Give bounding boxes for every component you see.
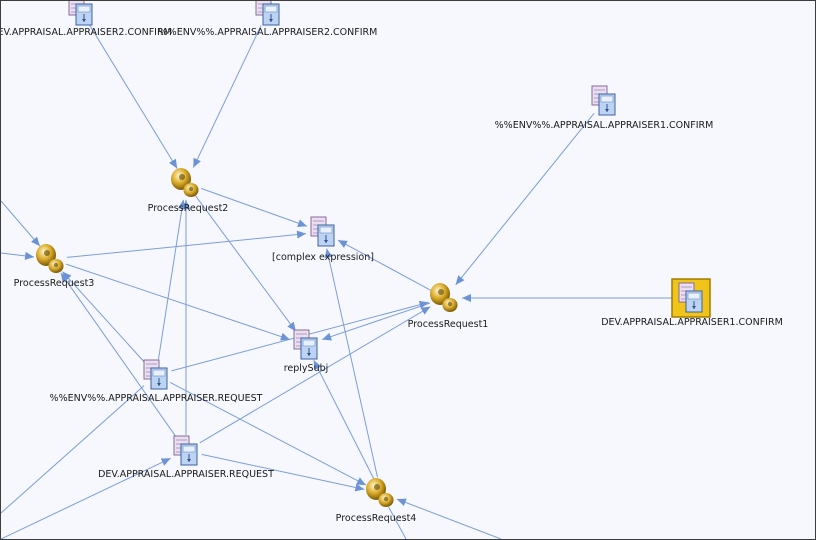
node-label: DEV.APPRAISAL.APPRAISER2.CONFIRM [0,27,172,38]
arrowhead [313,360,322,371]
node-label: replySubj [283,363,329,374]
process-node-pr3[interactable] [31,239,71,279]
edge-n_dev_request-to-n_pr2 [182,200,190,435]
destination-node-env_confirm1[interactable] [584,81,624,121]
destination-icon [255,1,280,26]
edge-off_left_mid-to-n_pr3 [1,251,35,260]
destination-node-dev_request[interactable] [166,431,206,471]
arrowhead [420,306,431,315]
process-icon [36,244,64,273]
destination-icon [143,359,168,390]
arrowhead [462,294,471,302]
process-icon [430,283,458,312]
destination-icon [591,85,616,116]
node-label: ProcessRequest1 [407,319,489,330]
edge-off_left_top-to-n_pr3 [1,200,41,247]
process-icon [366,478,394,507]
edge-n_dev_request-to-n_pr3 [60,272,178,439]
arrowhead [455,275,465,285]
edge-n_pr3-to-n_complex [66,230,307,258]
arrowhead [297,219,307,228]
edge-n_env_confirm2-to-n_pr2 [192,25,262,168]
edge-n_env_request-to-n_pr4 [169,381,367,486]
process-node-pr4[interactable] [361,473,401,513]
node-label: %%ENV%%.APPRAISAL.APPRAISER.REQUEST [49,393,263,404]
arrowhead [193,157,201,168]
destination-icon [671,278,711,318]
arrowhead [396,498,407,507]
destination-icon [293,329,318,360]
edge-n_dev_request-to-n_pr1 [199,306,431,444]
edge-n_dev_request-to-n_pr4 [201,453,365,492]
edge-n_dev_confirm2-to-n_pr2 [88,24,178,169]
node-label: %%ENV%%.APPRAISAL.APPRAISER1.CONFIRM [494,120,714,131]
process-node-pr1[interactable] [425,278,465,318]
arrowhead [30,236,40,247]
destination-icon [173,435,198,466]
arrowhead [296,230,307,239]
node-label: DEV.APPRAISAL.APPRAISER.REQUEST [98,469,274,480]
edge-n_pr3-to-n_reply [66,263,291,341]
edge-n_dev_confirm1-to-n_pr1 [462,294,675,302]
arrowhead [169,158,178,169]
arrowhead [337,240,348,248]
edge-n_pr4-to-n_complex [324,248,379,478]
node-label: ProcessRequest3 [13,278,95,289]
arrowhead [324,248,333,259]
destination-node-dev_confirm2[interactable] [61,1,101,31]
destination-icon [310,216,335,247]
arrowhead [160,458,171,466]
arrowhead [354,483,365,492]
edge-n_pr2-to-n_reply [195,195,297,332]
node-label: ProcessRequest2 [147,203,229,214]
edge-n_env_request-to-off_left_low [1,385,145,514]
edge-n_pr1-to-n_reply [321,302,431,341]
process-node-pr2[interactable] [166,163,206,203]
destination-node-env_request[interactable] [136,355,176,395]
node-label: %%ENV%%.APPRAISAL.APPRAISER2.CONFIRM [158,27,378,38]
arrowhead [24,251,35,260]
destination-node-reply[interactable] [286,325,326,365]
destination-node-env_confirm2[interactable] [248,1,288,31]
edge-n_pr1-to-n_complex [337,239,432,291]
arrowhead [356,477,366,486]
edge-off_bottom_right-to-n_pr4 [396,498,502,539]
arrowhead [322,332,332,341]
arrowhead [60,272,70,283]
arrowhead [280,332,290,341]
edge-off_left_bottom-to-n_dev_request [1,457,171,539]
edge-n_env_confirm1-to-n_pr1 [455,113,595,286]
destination-node-complex[interactable] [303,212,343,252]
edge-n_pr4-to-off_bottom [388,506,407,539]
node-label: DEV.APPRAISAL.APPRAISER1.CONFIRM [601,317,783,328]
arrowhead [62,271,72,281]
node-label: ProcessRequest4 [335,513,417,524]
destination-node-dev_confirm1[interactable] [671,278,711,318]
arrowhead [287,321,296,332]
node-label: [complex expression] [272,252,374,263]
process-icon [171,168,199,197]
edge-n_pr2-to-n_complex [200,187,308,228]
arrowhead [182,200,190,209]
arrowhead [418,300,429,309]
edge-n_env_request-to-n_pr3 [62,271,146,364]
edge-n_pr4-to-n_reply [313,359,375,479]
destination-icon [68,1,93,26]
edge-n_env_request-to-n_pr2 [157,199,186,360]
